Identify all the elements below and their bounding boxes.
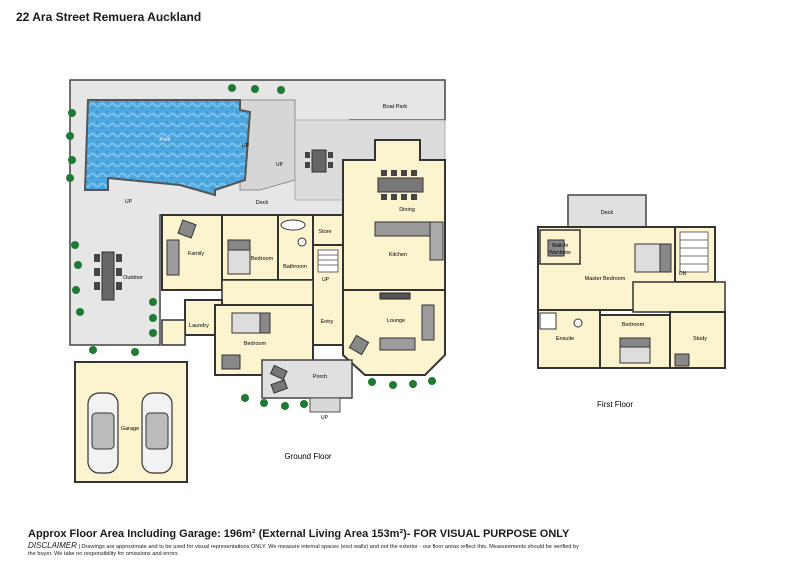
first-floor-label: First Floor: [597, 400, 633, 409]
label-laundry: Laundry: [189, 323, 209, 329]
family-sofa: [166, 239, 180, 276]
marker-up-4: UP: [322, 277, 330, 283]
label-dining: Dining: [399, 207, 415, 213]
ff-deck: [567, 194, 647, 228]
porch-seat-1: [269, 364, 288, 381]
label-deck: Deck: [256, 200, 269, 206]
disclaimer: DISCLAIMER | Drawings are approximate an…: [28, 542, 588, 558]
marker-up-5: UP: [321, 415, 329, 421]
ff-label-ensuite: Ensuite: [556, 336, 574, 342]
porch-seat-2: [270, 379, 288, 394]
car-right-icon: [141, 392, 173, 474]
entry-stairs: [317, 249, 339, 273]
store: [312, 214, 344, 246]
bathtub: [280, 219, 306, 231]
label-bedroom-1: Bedroom: [251, 256, 274, 262]
label-garage: Garage: [121, 426, 139, 432]
label-kitchen: Kitchen: [389, 252, 407, 258]
disclaimer-text: | Drawings are approximate and to be use…: [28, 544, 579, 557]
marker-up-1: UP: [242, 143, 250, 149]
label-pool: Pool: [159, 137, 170, 143]
ff-label-study: Study: [693, 336, 707, 342]
ff-wardrobe-chest: [547, 239, 565, 257]
ff-bedroom-pillow: [619, 337, 651, 348]
ff-stairs: [679, 231, 709, 273]
kitchen-counter: [429, 221, 444, 261]
porch-steps: [309, 397, 341, 413]
label-boat-park: Boat Park: [383, 104, 407, 110]
ff-study-desk: [674, 353, 690, 367]
label-porch: Porch: [313, 374, 327, 380]
wc: [161, 319, 186, 346]
ff-label-walk-in-2: Wardrobe: [549, 250, 571, 256]
label-bedroom-2: Bedroom: [244, 341, 267, 347]
ff-landing: [632, 281, 726, 313]
label-family: Family: [188, 251, 204, 257]
label-outdoor: Outdoor: [123, 275, 143, 281]
ff-master-pillow: [659, 243, 672, 273]
disclaimer-heading: DISCLAIMER: [28, 541, 77, 550]
deck-table: [305, 149, 333, 173]
car-left-icon: [87, 392, 119, 474]
hallway: [221, 279, 314, 306]
bedroom2-pillow: [259, 312, 271, 334]
marker-up-2: UP: [276, 162, 284, 168]
lounge: [342, 289, 446, 376]
dining-chairs: [381, 170, 417, 200]
label-store: Store: [318, 229, 331, 235]
outdoor-table: [94, 251, 122, 301]
first-floor-plan: Deck Walk In Wardrobe Master Bedroom Ens…: [537, 194, 726, 409]
label-bathroom: Bathroom: [283, 264, 307, 270]
ff-label-bedroom: Bedroom: [622, 322, 645, 328]
lounge-tv: [379, 292, 411, 300]
garden-shrubs: [66, 84, 436, 410]
ff-toilet-icon: [573, 318, 583, 328]
ground-floor-plan: Pool Boat Park Deck Outdoor Family Bedro…: [66, 79, 446, 483]
kitchen-dining: [342, 139, 446, 291]
ff-label-walk-in-1: Walk In: [552, 243, 569, 249]
toilet-icon: [297, 237, 307, 247]
floor-plan: Pool Boat Park Deck Outdoor Family Bedro…: [66, 79, 726, 483]
family-armchair: [177, 219, 197, 239]
kitchen-bench: [374, 221, 431, 237]
ff-marker-dn: DN: [679, 271, 687, 277]
ff-label-master-bedroom: Master Bedroom: [585, 276, 626, 282]
lounge-armchair: [348, 334, 370, 356]
bedroom2-desk: [221, 354, 241, 370]
dining-table: [377, 177, 424, 193]
swimming-pool: [83, 99, 252, 197]
marker-up-3: UP: [125, 199, 133, 205]
bedroom1-pillow: [227, 239, 251, 251]
floor-area-summary: Approx Floor Area Including Garage: 196m…: [28, 528, 570, 540]
ground-floor-label: Ground Floor: [284, 452, 331, 461]
lounge-sofa-bottom: [379, 337, 416, 351]
label-entry: Entry: [321, 319, 334, 325]
ff-label-deck: Deck: [601, 210, 614, 216]
ff-shower: [539, 312, 557, 330]
label-lounge: Lounge: [387, 318, 405, 324]
lounge-sofa-right: [421, 304, 435, 341]
page-title: 22 Ara Street Remuera Auckland: [16, 10, 202, 24]
